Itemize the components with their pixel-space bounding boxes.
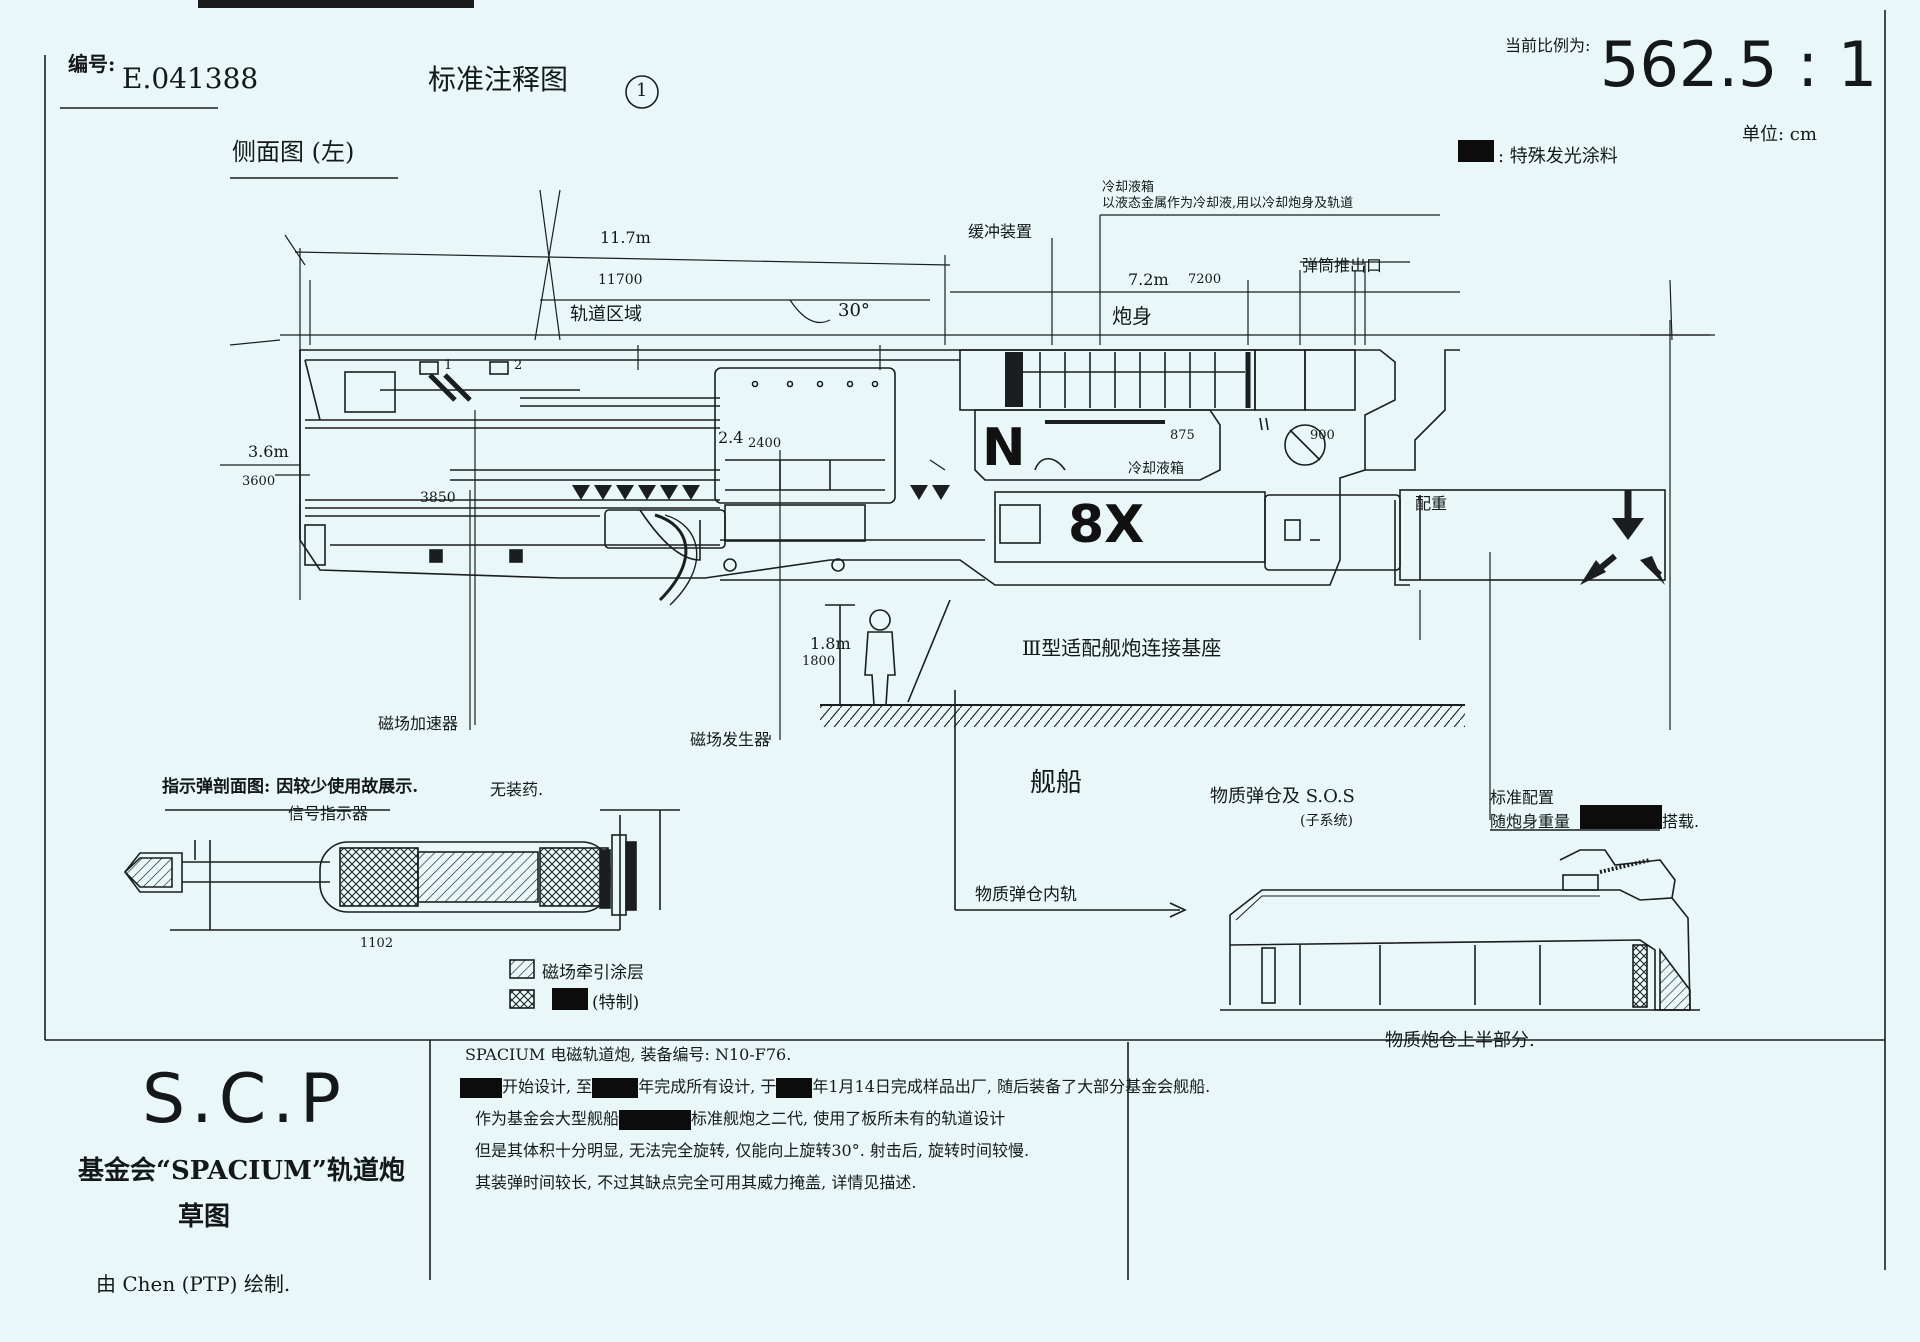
scale-value: 562.5 : 1 <box>1600 28 1878 101</box>
dim-person-cm: 1800 <box>802 654 836 669</box>
dim-diameter: 900 <box>1310 428 1335 443</box>
label-sos-sub: (子系统) <box>1300 813 1353 829</box>
description-line-3: 作为基金会大型舰船标准舰炮之二代, 使用了板所未有的轨道设计 <box>475 1109 1006 1130</box>
label-cooling-note-2: 以液态金属作为冷却液,用以冷却炮身及轨道 <box>1102 196 1354 211</box>
author-credit: 由 Chen (PTP) 绘制. <box>96 1272 291 1296</box>
special-paint-swatch <box>1458 140 1494 162</box>
marker-1: 1 <box>444 358 453 373</box>
label-no-charge: 无装药. <box>490 780 544 799</box>
title-number-circle <box>625 75 659 109</box>
description-line-4: 但是其体积十分明显, 无法完全旋转, 仅能向上旋转30°. 射击后, 旋转时间较… <box>475 1141 1030 1160</box>
railgun-side-view <box>299 349 1666 606</box>
label-counterweight: 配重 <box>1415 494 1448 513</box>
label-standard-2: 随炮身重量 <box>1490 812 1571 831</box>
label-standard-1: 标准配置 <box>1490 788 1555 807</box>
side-view-title: 侧面图 (左) <box>232 138 355 166</box>
label-power-gen: 磁场发生器 <box>690 730 771 749</box>
railgun-name: 基金会“SPACIUM”轨道炮 <box>78 1156 405 1186</box>
redacted-weight <box>1580 805 1662 829</box>
legend-special: (特制) <box>592 993 640 1013</box>
scale-label: 当前比例为: <box>1505 36 1591 55</box>
turret-caption: 物质炮仓上半部分. <box>1385 1030 1535 1051</box>
label-spring: 缓冲装置 <box>968 222 1033 241</box>
dim-box-cm: 2400 <box>748 436 782 451</box>
binder-strip <box>198 0 474 8</box>
dimension-lines <box>220 189 1715 820</box>
dim-person-m: 1.8m <box>810 634 851 653</box>
description-line-1: SPACIUM 电磁轨道炮, 装备编号: N10-F76. <box>465 1045 792 1064</box>
doc-number-label: 编号: <box>68 52 116 76</box>
label-sos: 物质弹仓及 S.O.S <box>1210 786 1355 807</box>
shell-cross-section <box>123 809 680 1010</box>
turret-upper-section <box>954 690 1700 1011</box>
label-signal: 信号指示器 <box>288 804 369 823</box>
dim-inner: 3850 <box>420 490 456 506</box>
label-cooling-tank: 冷却液箱 <box>1128 461 1184 477</box>
marker-2: 2 <box>514 358 523 373</box>
description-line-5: 其装弹时间较长, 不过其缺点完全可用其威力掩盖, 详情见描述. <box>475 1173 917 1192</box>
legend-magnetic: 磁场牵引涂层 <box>542 963 644 983</box>
shell-dim-length: 1102 <box>360 936 394 951</box>
drawing-title-number: 1 <box>636 80 648 101</box>
doc-number: E.041388 <box>122 62 259 95</box>
drawing-title: 标准注释图 <box>428 63 569 96</box>
special-paint-legend: : 特殊发光涂料 <box>1498 146 1618 167</box>
redacted-year-release <box>776 1077 813 1098</box>
hull-code-n: N <box>982 418 1026 478</box>
dim-height-cm: 3600 <box>242 474 276 489</box>
label-small-num: 875 <box>1170 428 1195 443</box>
label-cooling-note-1: 冷却液箱 <box>1102 180 1155 195</box>
dim-length-cm: 11700 <box>598 272 643 288</box>
label-barrel: 炮身 <box>1112 304 1152 328</box>
dim-barrel-cm: 7200 <box>1188 272 1222 287</box>
description-line-2: 开始设计, 至年完成所有设计, 于年1月14日完成样品出厂, 随后装备了大部分基… <box>460 1070 1210 1104</box>
label-inner-rail: 物质弹仓内轨 <box>975 885 1077 905</box>
sheet-frame <box>44 10 1886 1280</box>
dim-barrel-m: 7.2m <box>1128 270 1169 289</box>
label-muzzle: 弹筒推出口 <box>1302 256 1383 275</box>
redacted-year-start <box>460 1077 502 1098</box>
shell-view-title: 指示弹剖面图: 因较少使用故展示. <box>162 777 419 797</box>
redacted-year-finish <box>592 1077 639 1098</box>
sketch-subtitle: 草图 <box>178 1202 231 1232</box>
label-ship: 舰船 <box>1030 768 1083 798</box>
label-mount: Ⅲ型适配舰炮连接基座 <box>1022 636 1222 660</box>
label-rail-zone: 轨道区域 <box>570 304 642 325</box>
dim-height-m: 3.6m <box>248 442 289 461</box>
unit-label: 单位: cm <box>1742 124 1817 145</box>
scp-title: S.C.P <box>142 1060 347 1139</box>
redacted-ship-class <box>619 1109 692 1130</box>
hull-code-8x: 8X <box>1068 495 1144 555</box>
dim-length-m: 11.7m <box>600 228 651 247</box>
dim-angle: 30° <box>838 300 870 321</box>
label-magnetic-accel: 磁场加速器 <box>378 714 459 733</box>
label-standard-3: 搭载. <box>1662 812 1700 831</box>
dim-box-m: 2.4 <box>718 428 744 447</box>
ground-and-scale-person <box>820 599 1465 727</box>
